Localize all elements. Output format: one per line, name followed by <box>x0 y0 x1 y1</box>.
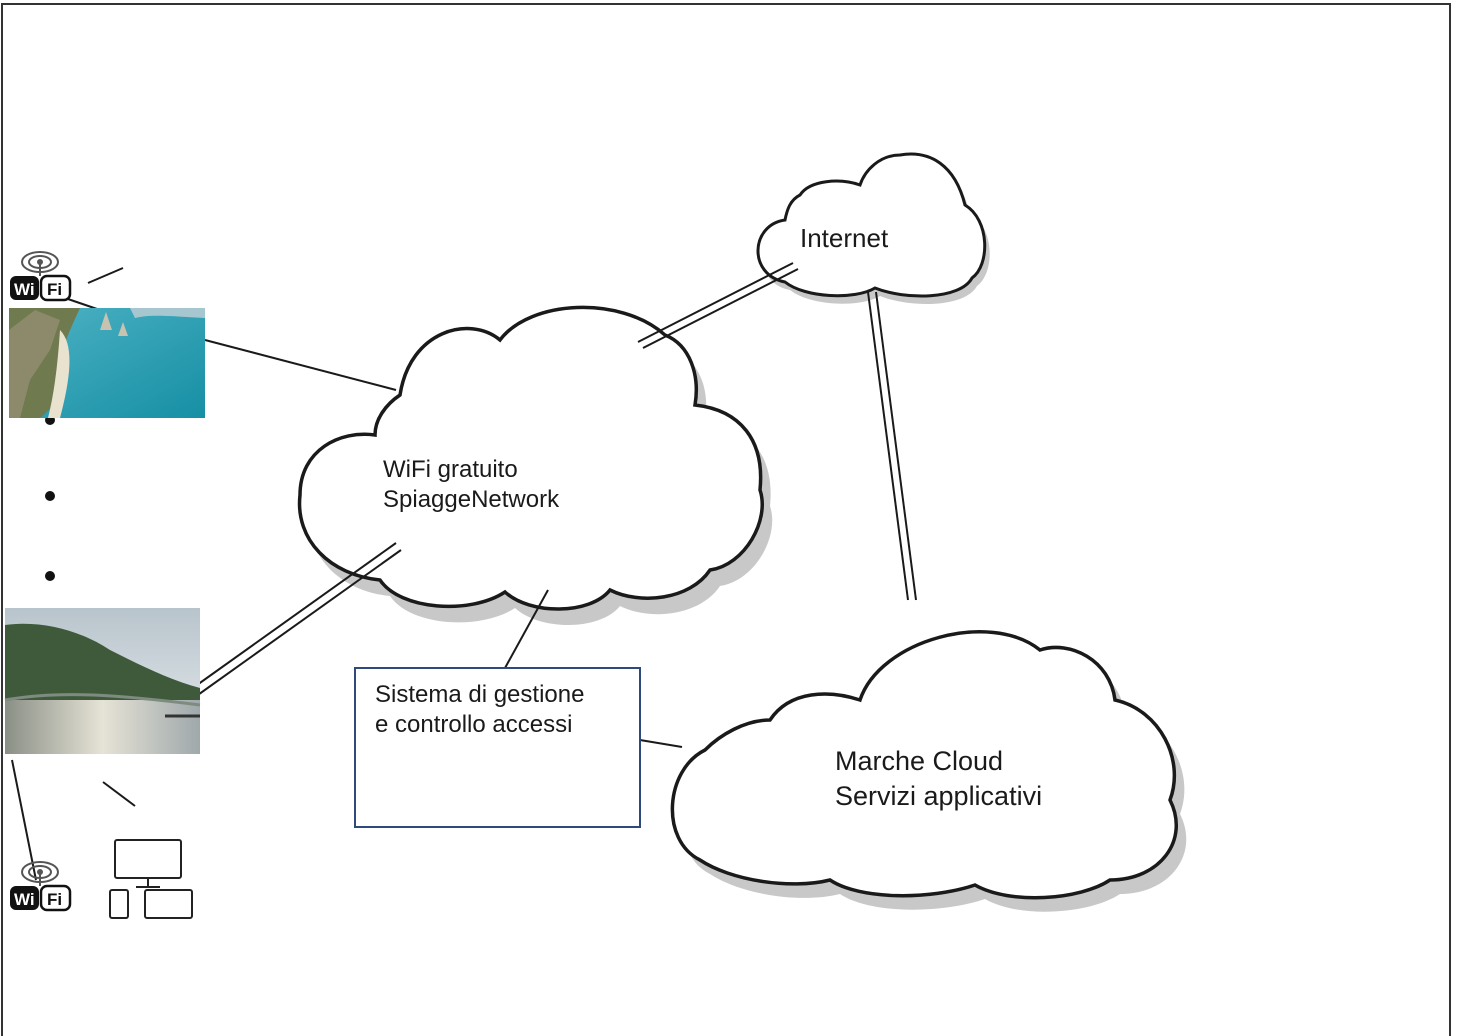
connector-coast-wifi <box>189 542 402 698</box>
marche-cloud: Marche Cloud Servizi applicativi <box>670 630 1187 912</box>
connector-beach-wifi <box>204 339 397 391</box>
internet-label: Internet <box>800 223 889 253</box>
wifi-antenna-icon: Wi Fi <box>10 861 72 912</box>
bullet-dot <box>45 491 55 501</box>
coast-photo <box>4 608 201 754</box>
connector-wifi-access <box>504 589 549 669</box>
wifi-cloud-line2: SpiaggeNetwork <box>383 486 560 513</box>
connector-access-marche <box>639 739 683 748</box>
access-control-box: Sistema di gestione e controllo accessi <box>354 667 641 828</box>
wifi-cloud-line1: WiFi gratuito <box>383 456 518 483</box>
connector-internet-marche <box>867 291 917 601</box>
devices-icon <box>109 839 193 919</box>
connector-wifi-internet <box>637 262 799 349</box>
connector-coast-devices <box>102 781 136 807</box>
bullet-dot <box>45 571 55 581</box>
marche-cloud-line2: Servizi applicativi <box>835 781 1042 811</box>
wifi-badge-right: Fi <box>47 890 62 909</box>
wifi-antenna-icon: Wi Fi <box>10 251 72 302</box>
beach-photo <box>9 308 205 418</box>
access-box-line1: Sistema di gestione <box>375 681 584 708</box>
access-box-line2: e controllo accessi <box>375 711 572 738</box>
wifi-badge-left: Wi <box>14 280 35 299</box>
wifi-badge-left: Wi <box>14 890 35 909</box>
wifi-network-cloud: WiFi gratuito SpiaggeNetwork <box>297 305 773 626</box>
marche-cloud-line1: Marche Cloud <box>835 746 1003 776</box>
connector-coast-antenna <box>11 759 37 881</box>
wifi-badge-right: Fi <box>47 280 62 299</box>
connector-antenna-top <box>87 267 124 284</box>
internet-cloud: Internet <box>756 152 990 305</box>
page-frame <box>1 3 1451 1036</box>
